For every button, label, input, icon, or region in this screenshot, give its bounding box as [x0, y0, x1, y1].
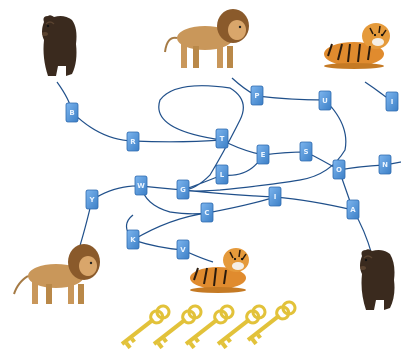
tile-label: C: [204, 209, 209, 217]
tile-T[interactable]: T: [215, 128, 229, 149]
keys-row: [118, 300, 298, 351]
tile-K[interactable]: K: [126, 229, 140, 250]
wire: [338, 164, 386, 171]
tile-label: O: [336, 166, 342, 174]
tile-label: N: [382, 161, 388, 169]
tile-label: W: [137, 182, 145, 190]
tile-A[interactable]: A: [346, 199, 360, 220]
wire: [132, 139, 223, 143]
tiger-icon: [190, 248, 249, 293]
key-icon[interactable]: [214, 304, 268, 351]
tile-label: V: [180, 246, 186, 254]
tile-label: I: [391, 98, 394, 106]
tile-label: P: [254, 92, 259, 100]
wire: [158, 85, 244, 191]
tile-U[interactable]: U: [318, 90, 332, 111]
lion-icon: [164, 9, 249, 68]
key-icon[interactable]: [244, 300, 298, 347]
tile-Y[interactable]: Y: [85, 189, 99, 210]
wire: [262, 151, 307, 156]
tile-S[interactable]: S: [299, 141, 313, 162]
tile-P[interactable]: P: [250, 85, 264, 106]
wire: [274, 196, 354, 211]
wire: [132, 239, 184, 251]
wire: [71, 111, 134, 142]
tile-label: K: [130, 236, 136, 244]
wire: [132, 212, 208, 241]
tile-O[interactable]: O: [332, 159, 346, 180]
tile-label: E: [261, 151, 266, 159]
tile-label: R: [130, 138, 136, 146]
tile-C[interactable]: C: [200, 202, 214, 223]
wire: [140, 185, 208, 215]
tile-label: U: [322, 97, 328, 105]
tile-I-right[interactable]: I: [385, 91, 399, 112]
tile-label: Y: [88, 196, 95, 204]
tile-label: S: [303, 148, 308, 156]
tile-G[interactable]: G: [176, 179, 190, 200]
tile-I-center[interactable]: I: [268, 186, 282, 207]
bear-icon: [42, 15, 77, 76]
tiger-icon: [324, 23, 390, 69]
tile-B[interactable]: B: [65, 102, 79, 123]
tile-label: L: [220, 171, 225, 179]
tile-label: T: [220, 135, 225, 143]
tile-label: I: [274, 193, 277, 201]
bear-icon: [360, 249, 395, 310]
wire: [182, 99, 347, 192]
tile-R[interactable]: R: [126, 131, 140, 152]
key-icon[interactable]: [150, 304, 204, 351]
lion-icon: [13, 244, 100, 304]
tile-E[interactable]: E: [256, 144, 270, 165]
wire: [206, 196, 276, 214]
tile-N[interactable]: N: [378, 154, 392, 175]
tile-label: B: [69, 109, 74, 117]
tile-V[interactable]: V: [176, 239, 190, 260]
wire: [256, 95, 326, 101]
wire: [91, 185, 142, 201]
tile-label: A: [350, 206, 356, 214]
tile-W[interactable]: W: [134, 175, 148, 196]
key-icon[interactable]: [182, 304, 236, 351]
tile-label: G: [180, 186, 186, 194]
tile-L[interactable]: L: [215, 164, 229, 185]
wire-network: [56, 77, 401, 263]
key-icon[interactable]: [118, 304, 172, 351]
wire: [182, 189, 276, 198]
